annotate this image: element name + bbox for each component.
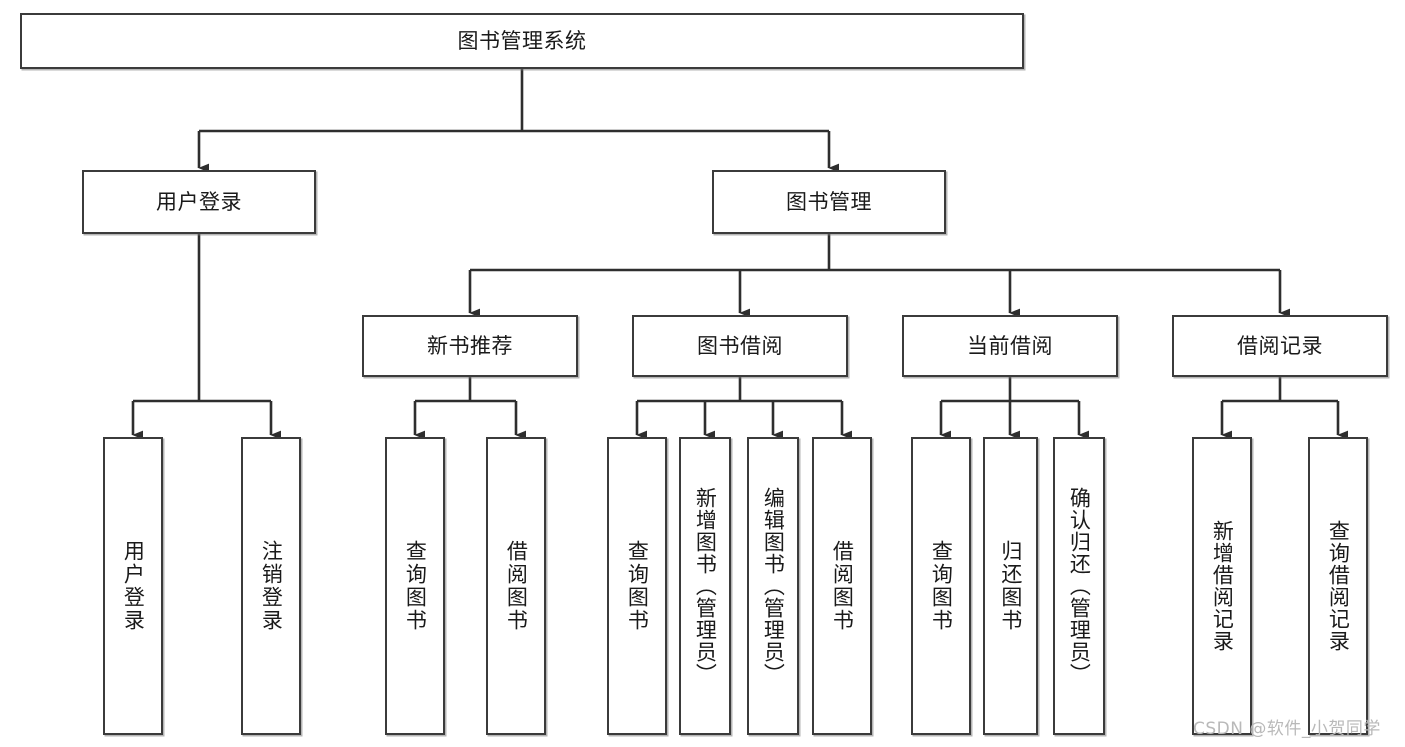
node-label: 图书管理系统 — [457, 28, 587, 53]
node-label: 当前借阅 — [967, 333, 1053, 358]
node-label: 用户登录 — [156, 189, 242, 214]
node-label: 注销登录 — [259, 540, 284, 632]
node-leaf-confirm-return[interactable]: 确认归还（管理员） — [1053, 437, 1105, 735]
node-label: 借阅图书 — [504, 540, 529, 632]
node-leaf-query-book-2[interactable]: 查询图书 — [607, 437, 667, 735]
node-leaf-return-book[interactable]: 归还图书 — [983, 437, 1038, 735]
node-leaf-query-record[interactable]: 查询借阅记录 — [1308, 437, 1368, 735]
node-book-management[interactable]: 图书管理 — [712, 170, 946, 234]
node-label: 查询图书 — [403, 540, 428, 632]
node-label: 新书推荐 — [427, 333, 513, 358]
node-current-borrow[interactable]: 当前借阅 — [902, 315, 1118, 377]
node-leaf-user-login[interactable]: 用户登录 — [103, 437, 163, 735]
node-label: 查询图书 — [625, 540, 650, 632]
node-leaf-add-record[interactable]: 新增借阅记录 — [1192, 437, 1252, 735]
node-label: 新增借阅记录 — [1210, 520, 1235, 652]
node-label: 查询图书 — [929, 540, 954, 632]
node-borrow-record[interactable]: 借阅记录 — [1172, 315, 1388, 377]
node-label: 图书借阅 — [697, 333, 783, 358]
csdn-watermark: CSDN @软件_小贺同学 — [1193, 719, 1381, 739]
node-label: 图书管理 — [786, 189, 872, 214]
node-label: 用户登录 — [121, 540, 146, 632]
node-leaf-query-book-1[interactable]: 查询图书 — [385, 437, 445, 735]
node-leaf-query-book-3[interactable]: 查询图书 — [911, 437, 971, 735]
node-leaf-borrow-book-2[interactable]: 借阅图书 — [812, 437, 872, 735]
node-leaf-add-book[interactable]: 新增图书（管理员） — [679, 437, 731, 735]
node-label: 借阅记录 — [1237, 333, 1323, 358]
node-label: 编辑图书（管理员） — [761, 487, 786, 685]
node-label: 新增图书（管理员） — [693, 487, 718, 685]
node-label: 查询借阅记录 — [1326, 520, 1351, 652]
node-book-borrow[interactable]: 图书借阅 — [632, 315, 848, 377]
node-new-book-recommend[interactable]: 新书推荐 — [362, 315, 578, 377]
node-label: 确认归还（管理员） — [1067, 487, 1092, 685]
node-user-login[interactable]: 用户登录 — [82, 170, 316, 234]
node-leaf-logout-login[interactable]: 注销登录 — [241, 437, 301, 735]
node-label: 借阅图书 — [830, 540, 855, 632]
node-leaf-borrow-book-1[interactable]: 借阅图书 — [486, 437, 546, 735]
node-leaf-edit-book[interactable]: 编辑图书（管理员） — [747, 437, 799, 735]
node-label: 归还图书 — [998, 540, 1023, 632]
node-book-management-system[interactable]: 图书管理系统 — [20, 13, 1024, 69]
